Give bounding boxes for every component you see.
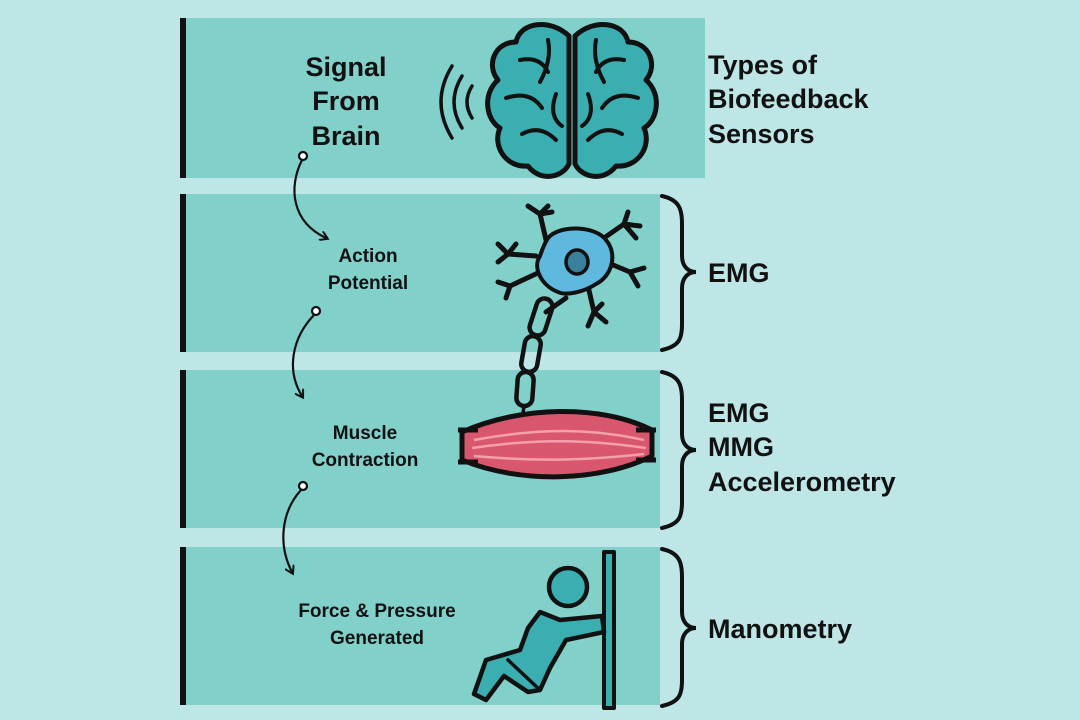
stage-label-line: Force & Pressure (298, 601, 456, 622)
brace-emg-1 (660, 194, 697, 352)
title-line: Sensors (708, 118, 815, 149)
stage-label-line: Generated (330, 627, 424, 649)
stage-label-force-pressure: Force & Pressure Generated (298, 599, 455, 652)
stage-label-line: From (312, 86, 380, 117)
flow-arrow-3 (282, 480, 309, 572)
stage-label-line: Contraction (311, 449, 419, 471)
sensor-line: EMG (708, 398, 770, 428)
muscle-icon (458, 408, 656, 480)
sensor-label-emg-mmg-accelerometry: EMG MMG Accelerometry (708, 396, 896, 499)
sensor-label-manometry: Manometry (708, 612, 852, 646)
band-edge (180, 18, 186, 178)
flow-arrow-1 (293, 150, 326, 238)
brace-emg-mmg (660, 370, 697, 530)
stage-label-line: Action (338, 246, 398, 267)
stage-label-line: Potential (327, 272, 409, 294)
sensor-label-emg: EMG (708, 256, 770, 290)
signal-waves-icon (439, 64, 474, 140)
stage-label-action-potential: Action Potential (328, 244, 408, 297)
sensor-line: EMG (708, 258, 770, 288)
title-line: Types of (708, 50, 818, 80)
diagram-title: Types of Biofeedback Sensors (708, 48, 869, 151)
stage-label-line: Signal (305, 52, 387, 82)
stage-label-signal-from-brain: Signal From Brain (305, 50, 386, 153)
band-edge (180, 547, 186, 705)
sensor-line: Manometry (708, 614, 853, 644)
band-edge (180, 194, 186, 352)
brain-icon (485, 22, 659, 179)
person-pushing-icon (471, 550, 616, 710)
neuron-icon (495, 203, 647, 448)
flow-arrow-2 (291, 305, 322, 396)
stage-label-line: Brain (311, 120, 381, 151)
band-edge (180, 370, 186, 528)
sensor-line: MMG (708, 432, 774, 463)
stage-label-muscle-contraction: Muscle Contraction (312, 421, 419, 474)
sensor-line: Accelerometry (708, 466, 896, 497)
brace-manometry (660, 547, 697, 708)
title-line: Biofeedback (708, 84, 869, 115)
stage-label-line: Muscle (332, 423, 398, 444)
